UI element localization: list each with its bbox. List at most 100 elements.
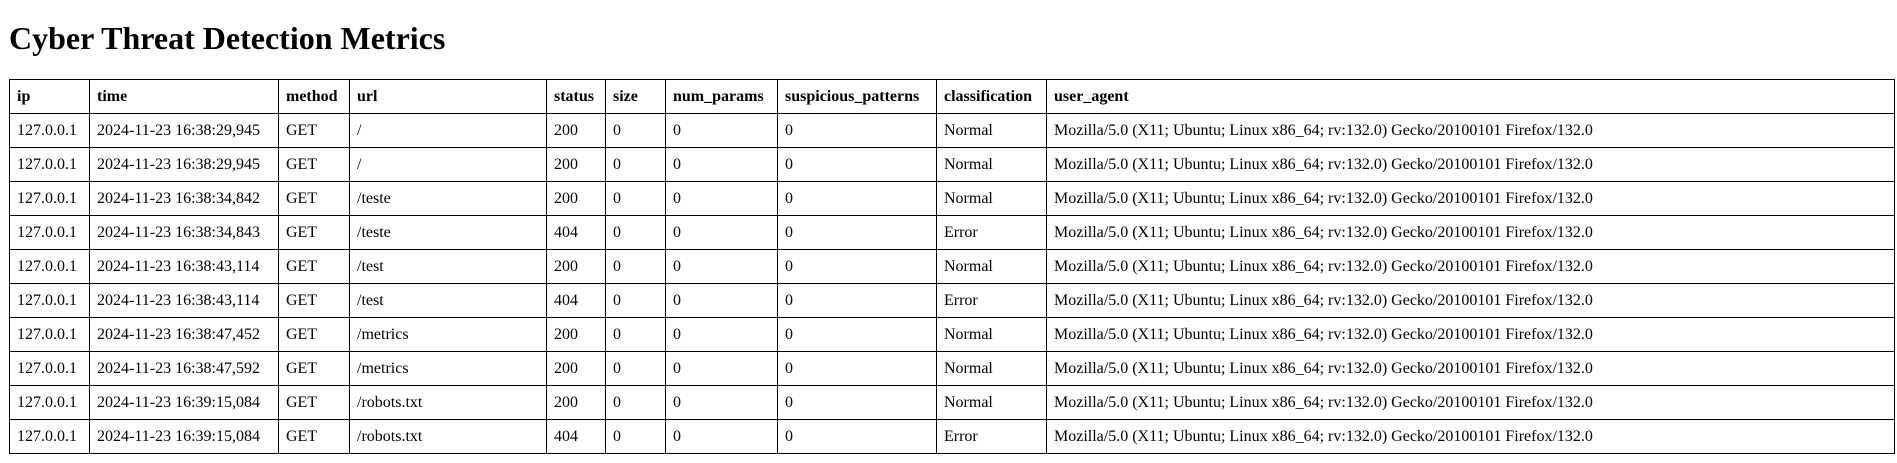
cell-size: 0 [605,181,666,216]
cell-user-agent: Mozilla/5.0 (X11; Ubuntu; Linux x86_64; … [1046,181,1895,216]
cell-status: 404 [546,215,606,250]
cell-url: /test [349,283,547,318]
column-header-time: time [89,79,279,114]
cell-num-params: 0 [665,249,778,284]
cell-size: 0 [605,385,666,420]
cell-suspicious-patterns: 0 [777,181,937,216]
cell-user-agent: Mozilla/5.0 (X11; Ubuntu; Linux x86_64; … [1046,283,1895,318]
cell-time: 2024-11-23 16:39:15,084 [89,385,279,420]
cell-classification: Error [936,419,1047,454]
cell-classification: Error [936,283,1047,318]
cell-time: 2024-11-23 16:38:34,842 [89,181,279,216]
cell-status: 404 [546,283,606,318]
cell-url: /teste [349,181,547,216]
cell-num-params: 0 [665,385,778,420]
cell-time: 2024-11-23 16:38:47,592 [89,351,279,386]
page-title: Cyber Threat Detection Metrics [9,20,446,56]
cell-method: GET [278,351,350,386]
cell-time: 2024-11-23 16:38:43,114 [89,249,279,284]
cell-status: 200 [546,249,606,284]
cell-num-params: 0 [665,419,778,454]
cell-user-agent: Mozilla/5.0 (X11; Ubuntu; Linux x86_64; … [1046,113,1895,148]
cell-suspicious-patterns: 0 [777,283,937,318]
cell-user-agent: Mozilla/5.0 (X11; Ubuntu; Linux x86_64; … [1046,419,1895,454]
cell-method: GET [278,113,350,148]
cell-user-agent: Mozilla/5.0 (X11; Ubuntu; Linux x86_64; … [1046,215,1895,250]
cell-size: 0 [605,283,666,318]
cell-status: 200 [546,317,606,352]
cell-status: 200 [546,147,606,182]
cell-url: /test [349,249,547,284]
cell-classification: Normal [936,317,1047,352]
cell-classification: Normal [936,249,1047,284]
cell-classification: Normal [936,147,1047,182]
cell-ip: 127.0.0.1 [9,113,90,148]
cell-classification: Normal [936,113,1047,148]
cell-suspicious-patterns: 0 [777,419,937,454]
cell-user-agent: Mozilla/5.0 (X11; Ubuntu; Linux x86_64; … [1046,317,1895,352]
column-header-user-agent: user_agent [1046,79,1895,114]
cell-url: /metrics [349,317,547,352]
cell-method: GET [278,249,350,284]
cell-num-params: 0 [665,351,778,386]
cell-status: 200 [546,113,606,148]
cell-size: 0 [605,113,666,148]
cell-suspicious-patterns: 0 [777,351,937,386]
cell-method: GET [278,385,350,420]
cell-ip: 127.0.0.1 [9,351,90,386]
column-header-url: url [349,79,547,114]
cell-ip: 127.0.0.1 [9,215,90,250]
cell-ip: 127.0.0.1 [9,147,90,182]
cell-user-agent: Mozilla/5.0 (X11; Ubuntu; Linux x86_64; … [1046,147,1895,182]
cell-suspicious-patterns: 0 [777,215,937,250]
cell-status: 200 [546,351,606,386]
cell-ip: 127.0.0.1 [9,249,90,284]
cell-ip: 127.0.0.1 [9,181,90,216]
column-header-num-params: num_params [665,79,778,114]
cell-method: GET [278,317,350,352]
cell-suspicious-patterns: 0 [777,385,937,420]
cell-url: / [349,113,547,148]
cell-num-params: 0 [665,147,778,182]
cell-num-params: 0 [665,181,778,216]
cell-status: 200 [546,385,606,420]
cell-size: 0 [605,215,666,250]
cell-size: 0 [605,351,666,386]
cell-user-agent: Mozilla/5.0 (X11; Ubuntu; Linux x86_64; … [1046,385,1895,420]
cell-suspicious-patterns: 0 [777,249,937,284]
cell-ip: 127.0.0.1 [9,385,90,420]
cell-classification: Normal [936,385,1047,420]
cell-status: 200 [546,181,606,216]
cell-size: 0 [605,147,666,182]
cell-classification: Error [936,215,1047,250]
cell-ip: 127.0.0.1 [9,317,90,352]
cell-num-params: 0 [665,317,778,352]
cell-time: 2024-11-23 16:39:15,084 [89,419,279,454]
cell-user-agent: Mozilla/5.0 (X11; Ubuntu; Linux x86_64; … [1046,351,1895,386]
cell-time: 2024-11-23 16:38:29,945 [89,147,279,182]
cell-method: GET [278,283,350,318]
cell-user-agent: Mozilla/5.0 (X11; Ubuntu; Linux x86_64; … [1046,249,1895,284]
cell-url: /metrics [349,351,547,386]
cell-size: 0 [605,249,666,284]
cell-ip: 127.0.0.1 [9,419,90,454]
cell-time: 2024-11-23 16:38:43,114 [89,283,279,318]
column-header-suspicious-patterns: suspicious_patterns [777,79,937,114]
column-header-method: method [278,79,350,114]
cell-suspicious-patterns: 0 [777,147,937,182]
column-header-status: status [546,79,606,114]
cell-url: / [349,147,547,182]
column-header-classification: classification [936,79,1047,114]
cell-method: GET [278,419,350,454]
cell-num-params: 0 [665,113,778,148]
cell-url: /teste [349,215,547,250]
